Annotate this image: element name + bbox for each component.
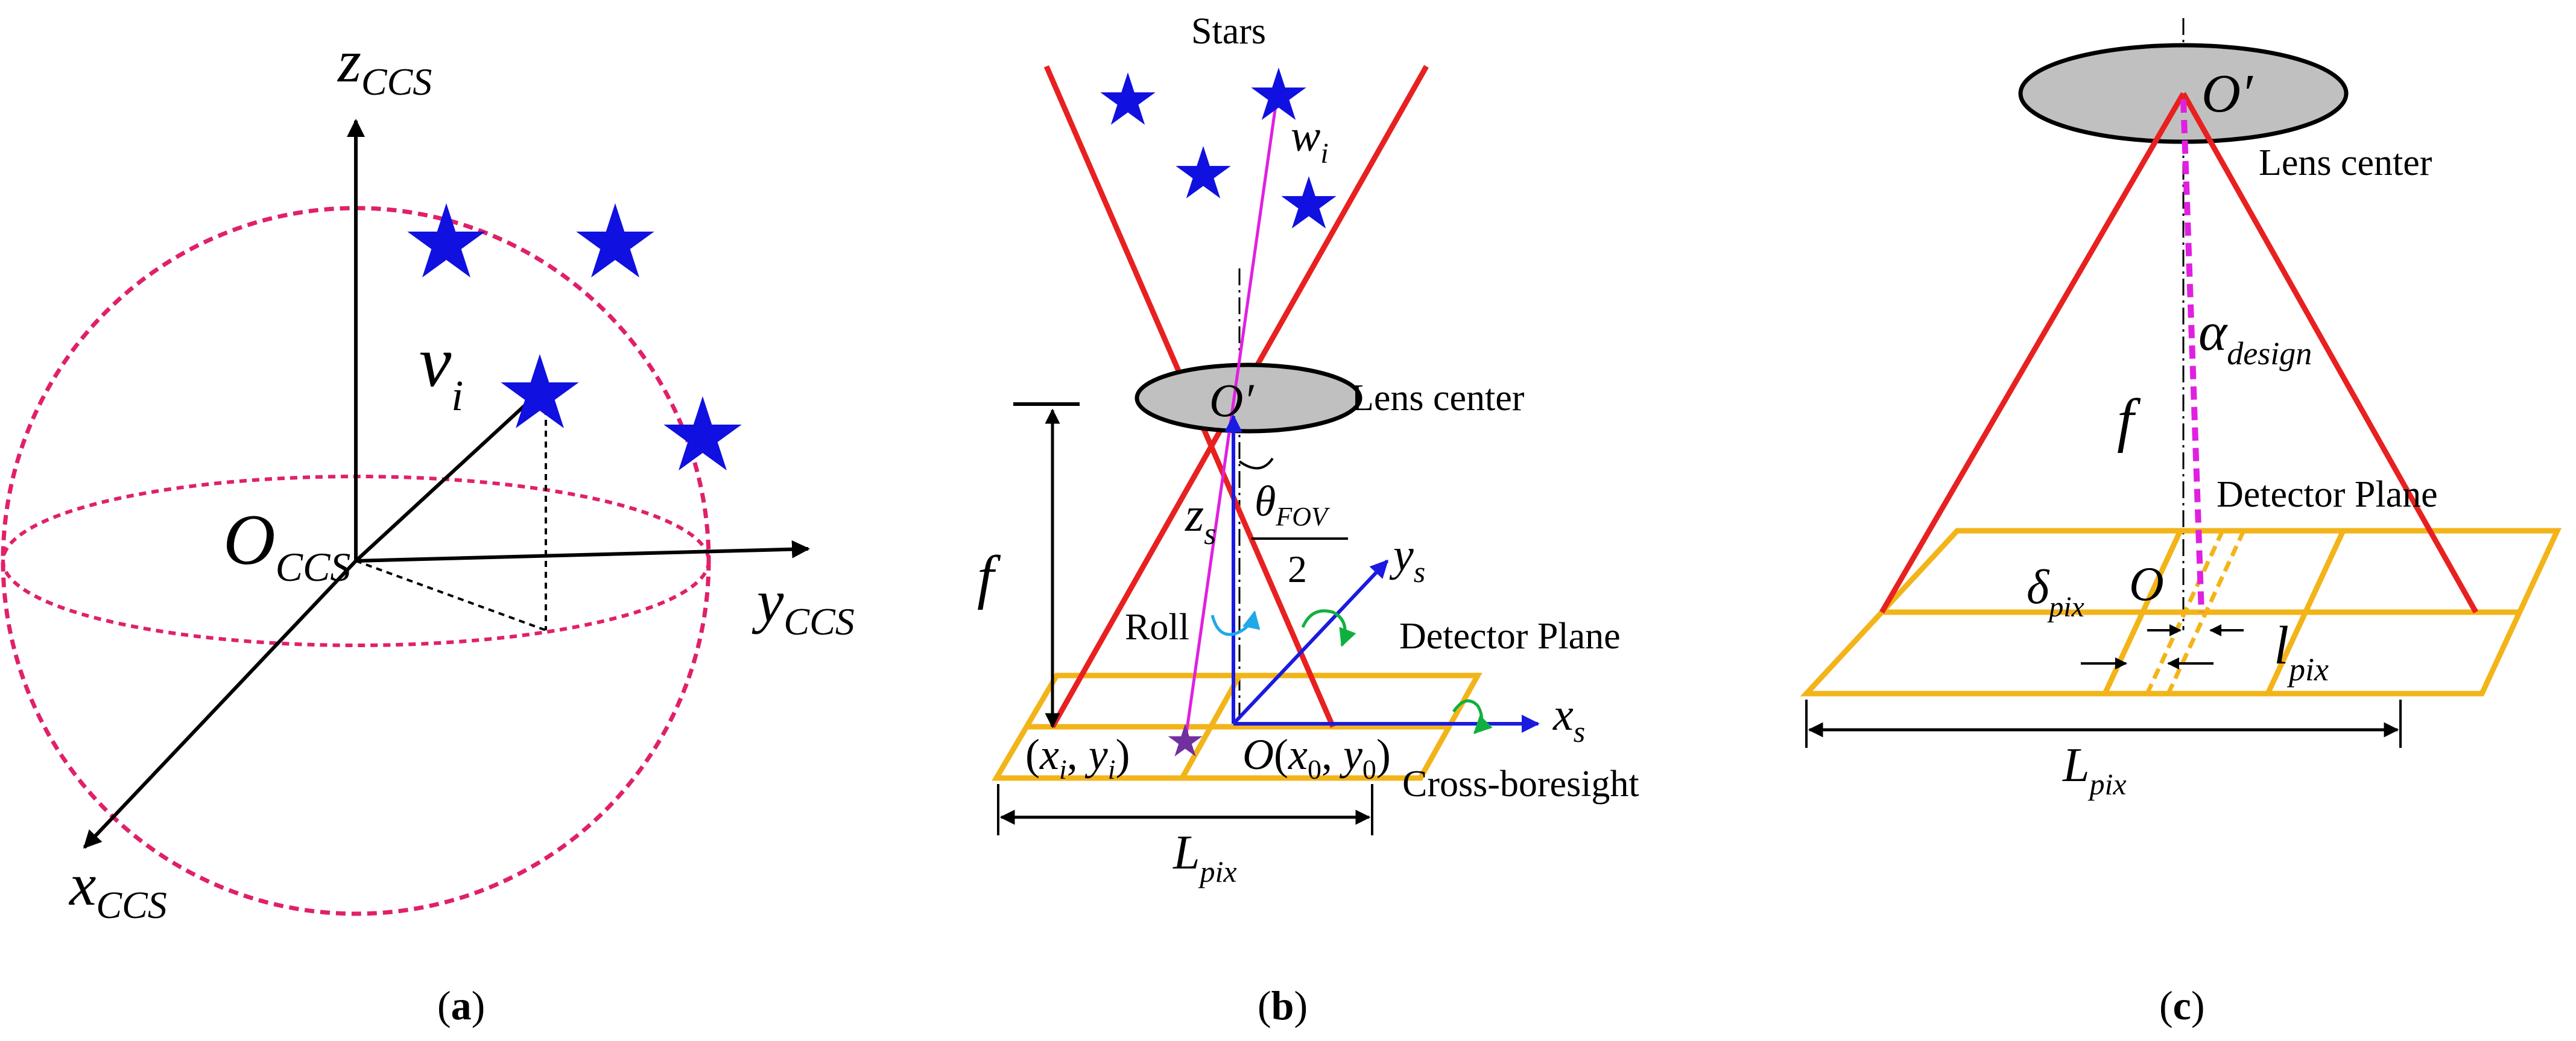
star-point-label: (xi, yi): [1025, 730, 1130, 785]
pixel-dashed-2: [2166, 530, 2246, 695]
origin-point-label: O(x0, y0): [1242, 730, 1391, 785]
y-axis-label: yCCS: [752, 568, 855, 643]
star-icon: [1100, 72, 1156, 125]
xs-label: xs: [1552, 689, 1585, 748]
alpha-design-line: [2180, 99, 2204, 613]
panel-c: O′ Lens center αdesign f Detector Plane …: [1800, 18, 2562, 1028]
panel-a: zCCS yCCS xCCS OCCS vi (a): [1, 28, 855, 1028]
star-icon: [663, 396, 742, 471]
caption-b: (b): [1258, 982, 1308, 1028]
f-label: f: [977, 543, 1001, 610]
lens-center-label: Lens center: [2259, 142, 2432, 183]
star-icon: [576, 203, 654, 278]
panel-b: Stars wi O′ Lens center f zs θFOV 2 ys x…: [977, 11, 1639, 1028]
Lpix-label: Lpix: [2062, 739, 2127, 801]
fov-line-left: [1879, 92, 2186, 614]
zs-label: zs: [1185, 489, 1216, 551]
star-icon: [1251, 68, 1306, 120]
x-axis: [83, 559, 358, 849]
roll-arrow-icon: [1210, 610, 1261, 636]
star-icon: [501, 354, 579, 429]
f-label: f: [2117, 387, 2141, 454]
detector-plane-label: Detector Plane: [2217, 474, 2438, 515]
theta-label: θFOV: [1255, 477, 1331, 531]
star-icon: [1176, 146, 1231, 198]
star-ray: [1183, 84, 1280, 742]
pitch-arrow-icon: [1301, 609, 1356, 647]
detector-plane-label: Detector Plane: [1399, 616, 1621, 657]
Lpix-label: Lpix: [1172, 826, 1237, 888]
o-label: O: [2129, 558, 2164, 611]
y-axis: [355, 540, 810, 563]
stars-label: Stars: [1191, 11, 1266, 52]
ys-axis: [1232, 559, 1389, 726]
lens: [1135, 362, 1362, 434]
theta-arc: [1238, 457, 1274, 470]
lens-point-label: O′: [2201, 64, 2253, 124]
wi-label: wi: [1291, 112, 1329, 169]
theta-denominator: 2: [1288, 548, 1307, 590]
vector-vi: [354, 384, 548, 563]
x-axis-label: xCCS: [68, 851, 167, 926]
fov-line-right: [2181, 92, 2478, 614]
lens-center-label: Lens center: [1351, 378, 1525, 419]
image-star-icon: [1168, 724, 1203, 757]
projection-base: [355, 560, 546, 631]
star-icon: [407, 203, 486, 278]
lens-point-label: O′: [1209, 374, 1255, 426]
ys-label: ys: [1389, 530, 1425, 589]
l-pix-label: lpix: [2274, 616, 2329, 688]
cross-boresight-label: Cross-boresight: [1402, 764, 1639, 805]
origin-label: OCCS: [223, 499, 350, 590]
delta-pix-label: δpix: [2027, 561, 2084, 623]
caption-a: (a): [437, 982, 485, 1028]
caption-c: (c): [2159, 982, 2205, 1028]
detector-plane: [1800, 528, 2562, 697]
yaw-arrow-icon: [1452, 699, 1493, 735]
roll-label: Roll: [1125, 607, 1189, 648]
pixel-dashed-1: [2145, 530, 2225, 695]
z-axis-label: zCCS: [337, 28, 432, 103]
alpha-design-label: αdesign: [2198, 302, 2312, 372]
detector-plane: [992, 672, 1483, 781]
pixel-edge-right: [2265, 530, 2346, 695]
vector-label: vi: [419, 321, 463, 420]
star-icon: [1281, 176, 1337, 229]
